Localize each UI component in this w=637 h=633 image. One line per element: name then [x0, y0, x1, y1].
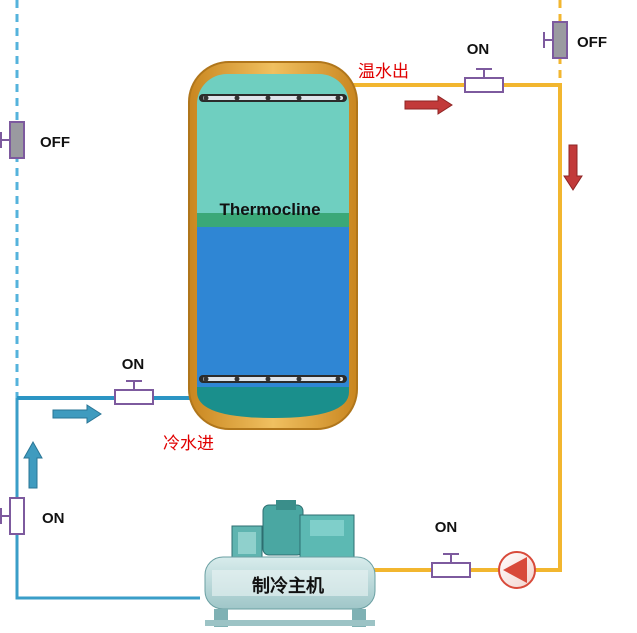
valve-status-cold-inlet: ON [122, 356, 145, 373]
valve-status-warm-outlet: ON [467, 41, 490, 58]
valve-status-left-lower: ON [42, 510, 65, 527]
flow-arrow-icon-warm-down [563, 144, 583, 191]
flow-arrow-icon-cold-right [52, 404, 102, 424]
tank-inner-bottom-water [197, 227, 349, 387]
valve-icon-left-lower[interactable] [0, 497, 25, 535]
chiller-label: 制冷主机 [252, 575, 324, 597]
valve-icon-left-top[interactable] [0, 121, 25, 159]
pump-icon [498, 551, 536, 589]
flow-arrow-icon-cold-up [23, 440, 43, 489]
valve-status-pump-line: ON [435, 519, 458, 536]
warm-outlet-label: 温水出 [358, 62, 409, 82]
cold-return-pipe [15, 398, 200, 600]
valve-status-left-top: OFF [40, 134, 70, 151]
valve-icon-top-right[interactable] [543, 21, 568, 59]
valve-status-top-right: OFF [577, 34, 607, 51]
valve-icon-cold-inlet[interactable] [114, 380, 154, 405]
chiller-unit: 制冷主机 [204, 500, 376, 627]
tank-bottom-dish [197, 387, 349, 418]
valve-icon-pump-line[interactable] [431, 553, 471, 578]
cold-inlet-label: 冷水进 [163, 434, 214, 454]
thermocline-band [197, 213, 349, 227]
valve-icon-warm-outlet[interactable] [464, 68, 504, 93]
thermocline-label: Thermocline [219, 200, 320, 219]
flow-arrow-icon-warm-right [404, 95, 453, 115]
storage-tank: Thermocline [188, 61, 358, 430]
